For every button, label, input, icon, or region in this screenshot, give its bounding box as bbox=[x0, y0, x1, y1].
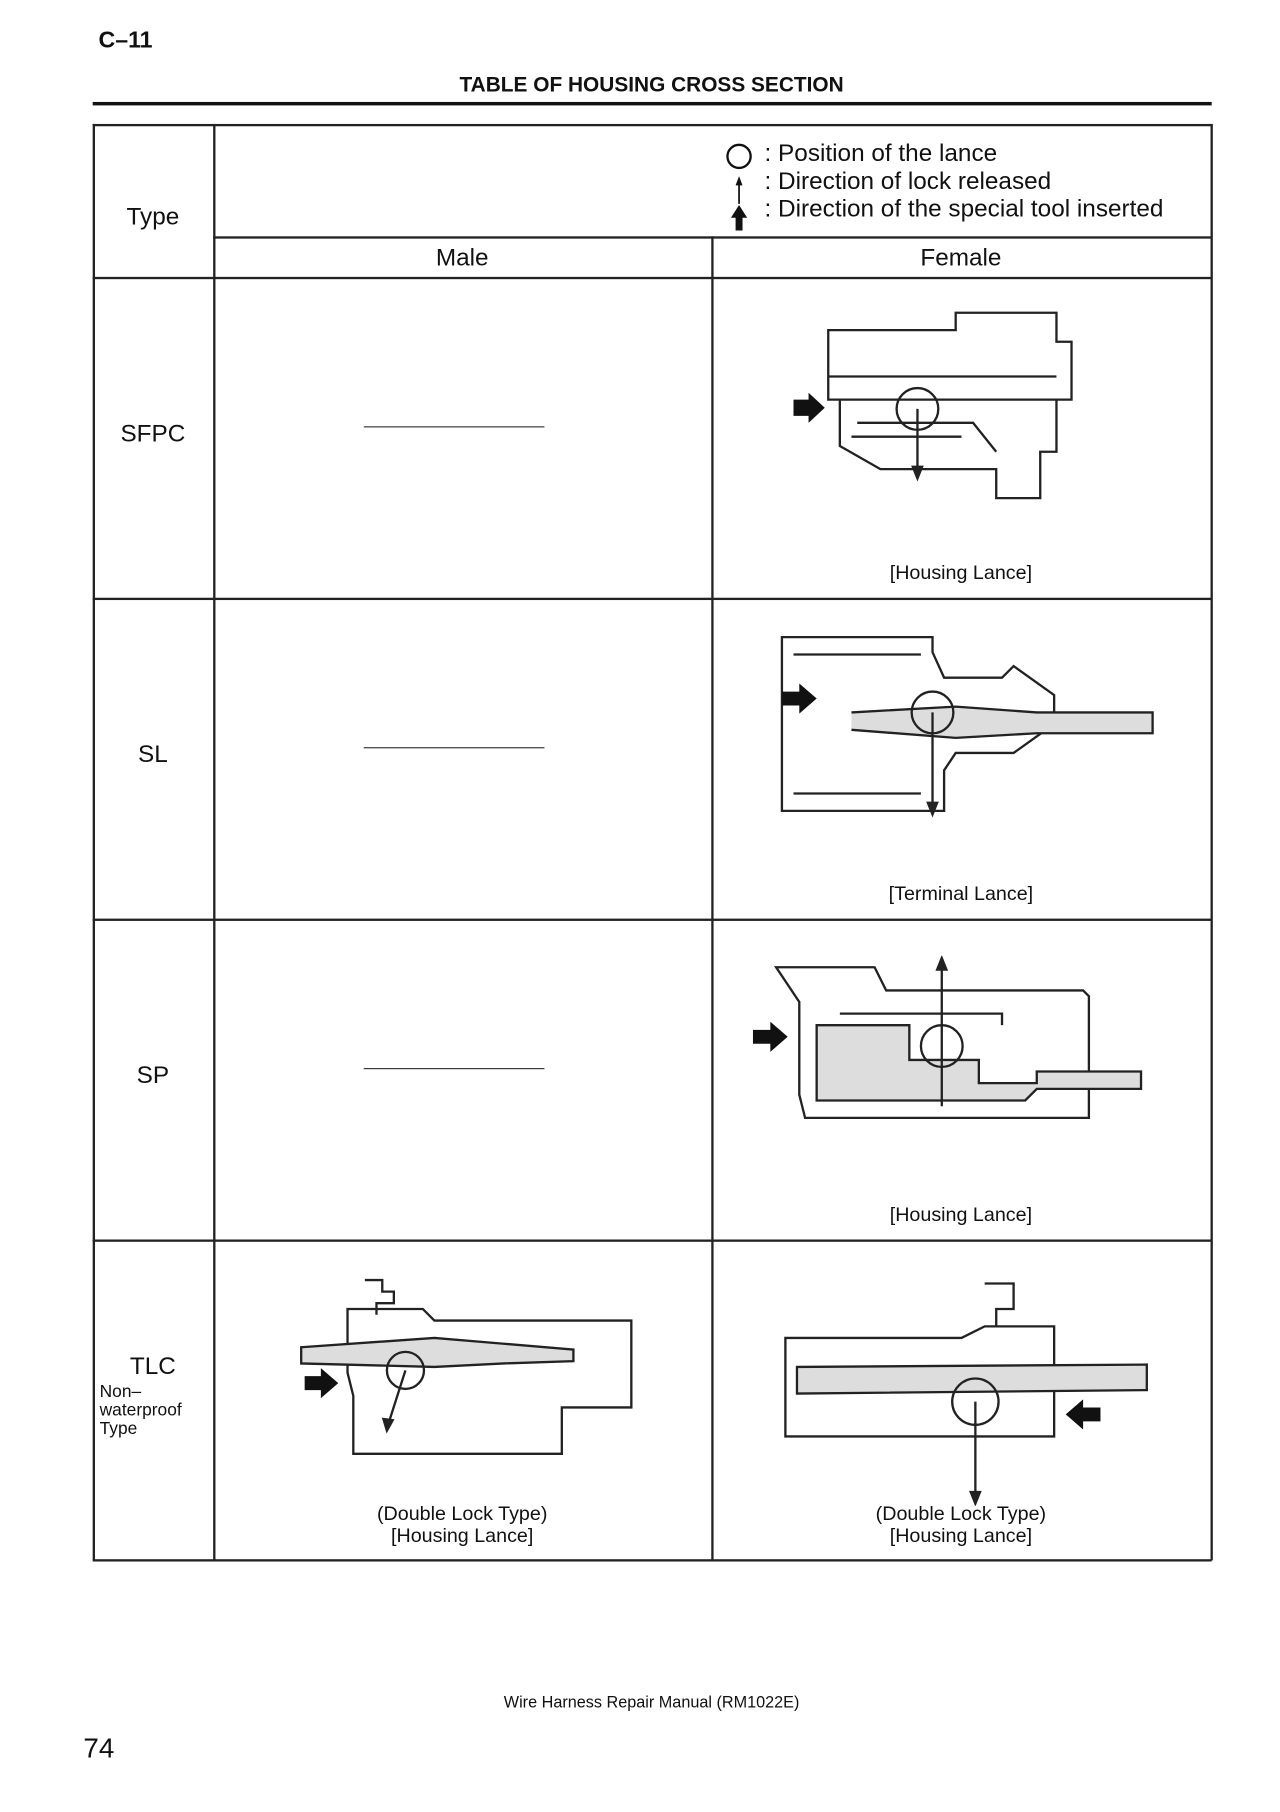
type-header: Type bbox=[126, 203, 180, 231]
tlc-male-caption-1: (Double Lock Type) bbox=[376, 1502, 548, 1525]
page-title: TABLE OF HOUSING CROSS SECTION bbox=[459, 72, 844, 97]
page-number: 74 bbox=[83, 1732, 115, 1765]
female-header: Female bbox=[920, 244, 1002, 272]
sfpc-female-diagram bbox=[793, 311, 1073, 500]
sl-female-diagram bbox=[780, 635, 1154, 818]
circle-icon bbox=[726, 143, 752, 170]
thin-arrow-up-icon bbox=[735, 176, 743, 204]
male-sfpc-na bbox=[363, 426, 545, 428]
type-sl: SL bbox=[138, 741, 168, 769]
type-tlc-sub: Non– waterproof Type bbox=[99, 1381, 182, 1439]
sp-female-caption: [Housing Lance] bbox=[889, 1203, 1033, 1226]
tlc-male-diagram bbox=[300, 1278, 633, 1455]
sl-female-caption: [Terminal Lance] bbox=[888, 882, 1034, 905]
title-rule bbox=[92, 101, 1212, 106]
male-sp-na bbox=[363, 1068, 545, 1070]
male-sl-na bbox=[363, 747, 545, 749]
legend-lance: : Position of the lance bbox=[764, 140, 998, 167]
manual-footer: Wire Harness Repair Manual (RM1022E) bbox=[503, 1692, 800, 1711]
bold-arrow-up-icon bbox=[730, 205, 748, 231]
legend-icons bbox=[726, 143, 752, 231]
sfpc-female-caption: [Housing Lance] bbox=[889, 561, 1033, 584]
tlc-female-caption-1: (Double Lock Type) bbox=[875, 1502, 1047, 1525]
legend-lock: : Direction of lock released bbox=[764, 167, 1052, 195]
legend-tool: : Direction of the special tool inserted bbox=[764, 195, 1164, 223]
tlc-female-diagram bbox=[784, 1282, 1148, 1506]
type-sp: SP bbox=[136, 1062, 170, 1089]
tlc-female-caption-2: [Housing Lance] bbox=[889, 1524, 1033, 1547]
type-tlc: TLC bbox=[129, 1353, 176, 1380]
tlc-male-caption-2: [Housing Lance] bbox=[391, 1524, 534, 1547]
section-code: C–11 bbox=[98, 27, 153, 54]
sp-female-diagram bbox=[752, 955, 1143, 1120]
male-header: Male bbox=[435, 244, 489, 272]
type-sfpc: SFPC bbox=[120, 420, 186, 448]
